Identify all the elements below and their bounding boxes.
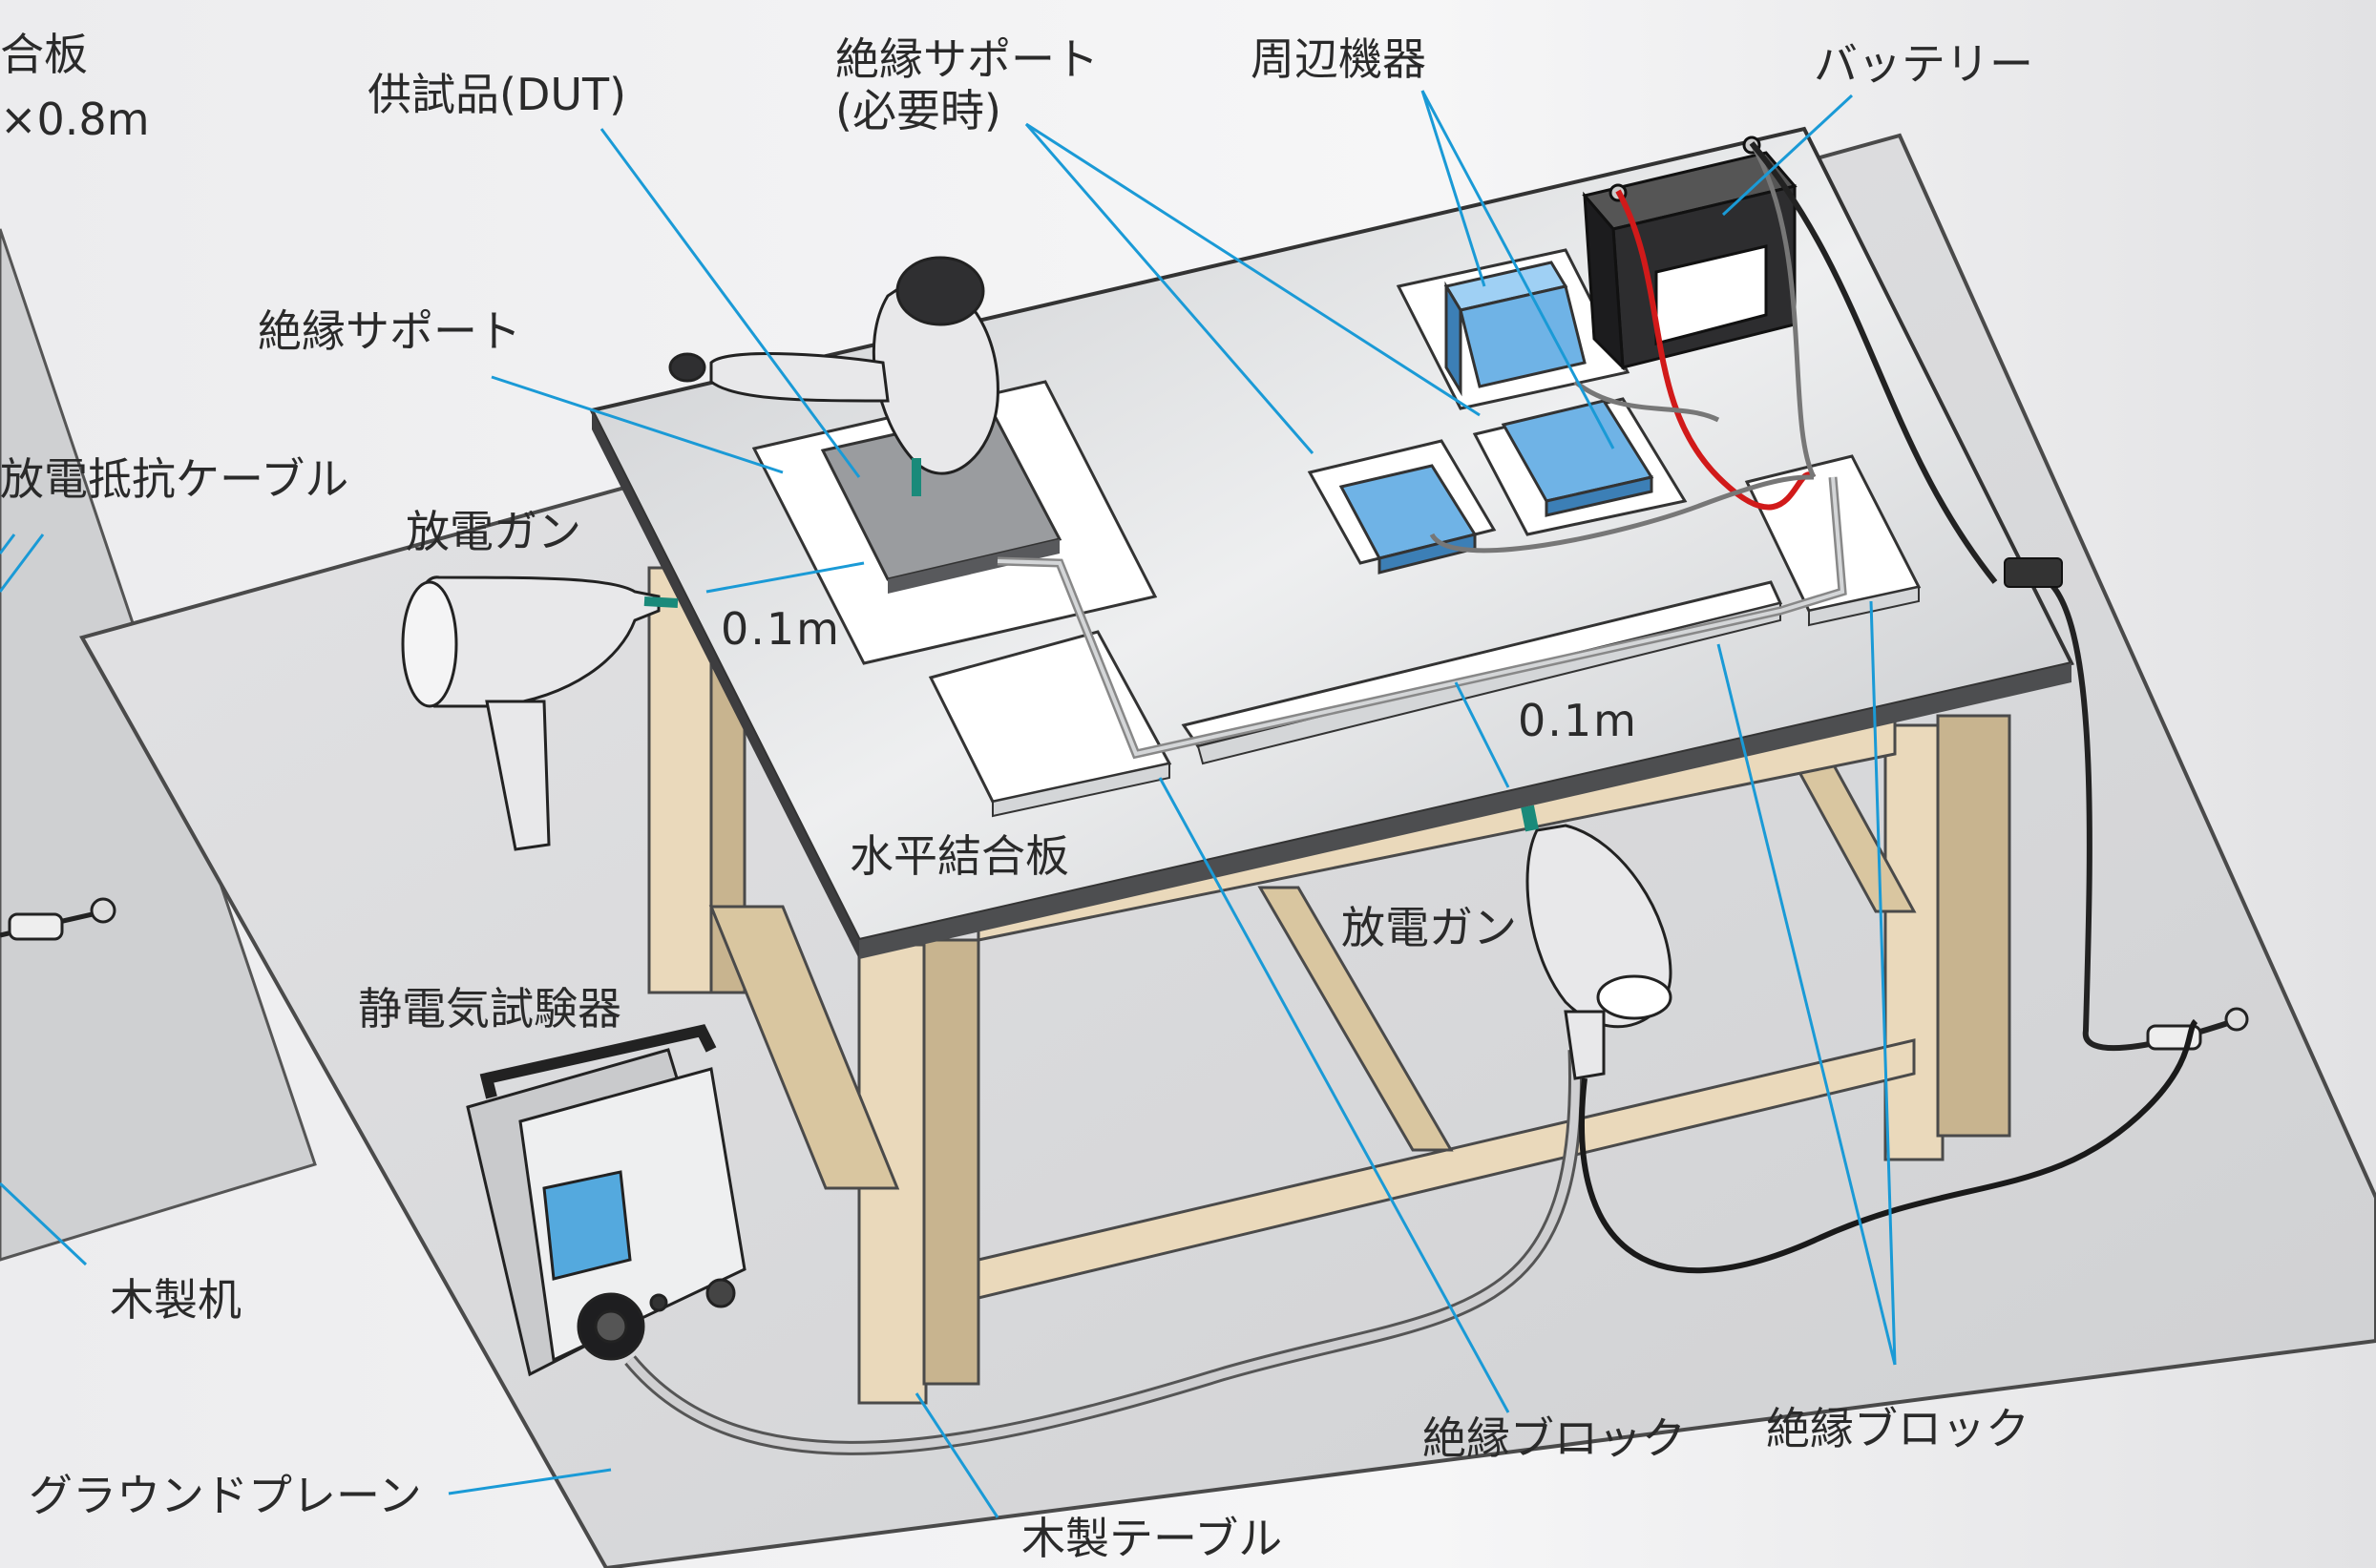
peripheral-box-3 [1443,261,1587,397]
label-horizontal-coupling-plane: 水平結合板 [850,830,1069,882]
leader-support-opt-b [1025,122,1481,417]
esd-gun-right [1521,805,1672,1080]
leader-lines [0,90,1897,1518]
leader-wooden-desk [0,1181,88,1266]
label-ground-plane: グラウンドプレーン [29,1470,422,1521]
leader-insul-block-1 [1158,777,1510,1413]
label-gp-partial-1: 合板 [0,29,88,80]
leader-wooden-table [915,1392,999,1518]
label-dim-left: 0.1m [721,603,841,655]
esd-tester [466,1024,746,1377]
cable-harness [997,141,1998,760]
leader-insulating-support [491,375,784,474]
label-insulating-support: 絶縁サポート [258,305,521,357]
label-insulating-support-optional: 絶縁サポート (必要時) [835,33,1099,137]
label-insulating-block-1: 絶縁ブロック [1422,1412,1686,1464]
leader-cable-b [0,533,16,554]
leader-peripheral-a [1420,90,1486,287]
esd-gun-cable [624,1018,2198,1455]
leader-cable-a [0,533,45,593]
label-gp-partial-2: ×0.8m [0,94,150,145]
dim-arrow-left [705,561,865,594]
dim-arrow-center [1454,681,1510,788]
leader-ground-plane [448,1468,612,1495]
label-insulating-block-2: 絶縁ブロック [1766,1403,2029,1454]
esd-gun-left [401,575,679,851]
label-esd-tester: 静電気試験器 [358,983,621,1035]
insulating-block-front [928,630,1172,818]
label-dut: 供試品(DUT) [368,69,627,120]
peripheral-box-2 [1501,399,1654,517]
label-esd-gun-left: 放電ガン [406,506,581,557]
leader-battery [1721,94,1854,217]
label-discharge-resistor-cable: 放電抵抗ケーブル [0,453,349,505]
leader-insul-block-2b [1869,600,1897,1366]
label-wooden-table: 木製テーブル [1021,1513,1283,1564]
label-wooden-desk: 木製机 [110,1274,242,1326]
peripheral-box-1 [1338,464,1478,575]
leader-insul-block-2a [1716,643,1897,1366]
ground-strap-left [0,897,116,941]
esd-gun-top [668,256,999,496]
label-dim-center: 0.1m [1518,695,1638,746]
label-peripherals: 周辺機器 [1251,33,1426,85]
leader-support-opt-a [1024,123,1314,454]
label-battery: バッテリー [1814,38,2033,90]
leader-dut [599,128,861,478]
label-esd-gun-right: 放電ガン [1341,902,1517,953]
leader-peripheral-b [1420,90,1615,449]
